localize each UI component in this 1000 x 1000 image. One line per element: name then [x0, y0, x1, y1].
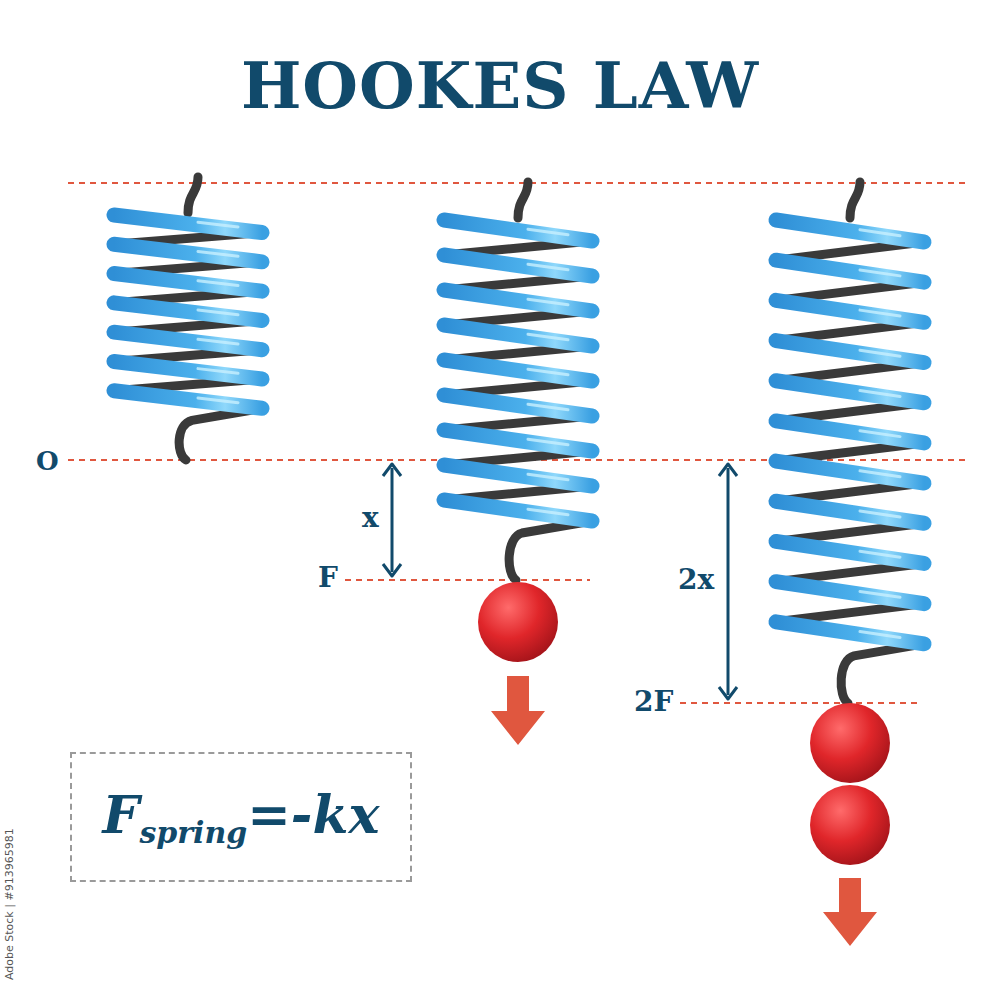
origin-label: O	[36, 448, 59, 474]
force-arrow	[823, 878, 877, 946]
mass-ball	[810, 785, 890, 865]
reference-line	[680, 702, 920, 704]
displacement-arrow	[383, 464, 401, 576]
displacement-label: 2x	[678, 566, 714, 594]
formula-subscript: spring	[139, 815, 247, 850]
formula-text: F	[103, 784, 140, 845]
formula-text: =-kx	[247, 784, 379, 845]
force-label: 2F	[634, 688, 673, 716]
force-arrow	[491, 676, 545, 745]
title: HOOKES LAW	[0, 54, 1000, 118]
reference-line	[345, 579, 590, 581]
spring	[776, 182, 924, 703]
spring	[114, 177, 262, 460]
watermark: Adobe Stock | #913965981	[4, 828, 15, 980]
reference-line	[68, 182, 970, 184]
force-label: F	[318, 564, 338, 592]
displacement-label: x	[362, 504, 379, 532]
displacement-arrow	[719, 464, 737, 699]
mass-ball	[810, 703, 890, 783]
formula-box: Fspring=-kx	[70, 752, 412, 882]
spring	[444, 182, 592, 580]
mass-ball	[478, 582, 558, 662]
